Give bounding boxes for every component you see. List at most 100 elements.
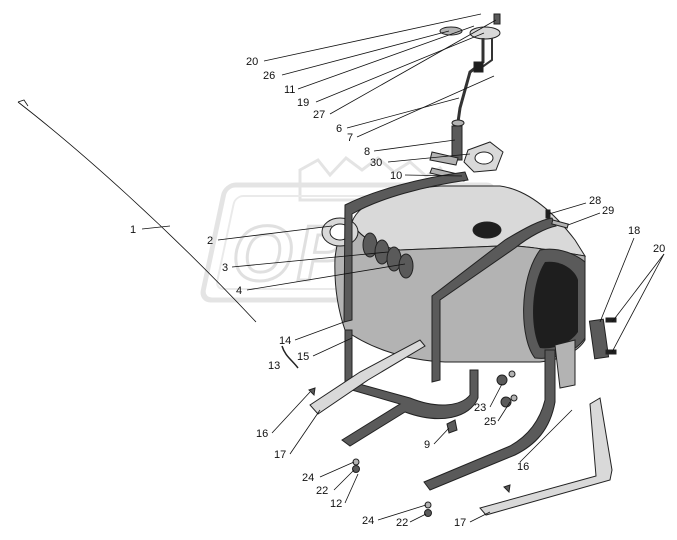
leader-20-top bbox=[263, 13, 482, 62]
leader-25 bbox=[497, 401, 511, 422]
mount-bolt-bottom bbox=[605, 349, 617, 355]
nut-25 bbox=[500, 396, 512, 408]
leader-19 bbox=[315, 32, 485, 103]
leader-9 bbox=[433, 427, 450, 445]
clip-13 bbox=[281, 345, 299, 369]
callout-8: 8 bbox=[364, 146, 370, 158]
strap-cable-end bbox=[17, 99, 29, 107]
leader-14 bbox=[294, 321, 345, 341]
callout-6: 6 bbox=[336, 123, 342, 135]
callout-15: 15 bbox=[297, 351, 309, 363]
callout-24-right: 24 bbox=[362, 515, 374, 527]
callout-7: 7 bbox=[347, 132, 353, 144]
washer-25 bbox=[510, 394, 518, 402]
filter-ring bbox=[451, 119, 465, 127]
mount-bolt-top bbox=[605, 317, 617, 323]
tank-strap-right bbox=[431, 217, 557, 383]
callout-22-left: 22 bbox=[316, 485, 328, 497]
leader-28 bbox=[548, 202, 587, 215]
tank-filler-neck bbox=[472, 221, 502, 239]
callout-20-top: 20 bbox=[246, 56, 258, 68]
callout-29: 29 bbox=[602, 205, 614, 217]
callout-4: 4 bbox=[236, 285, 242, 297]
leader-3 bbox=[231, 251, 389, 268]
leader-8 bbox=[373, 139, 456, 152]
callout-2: 2 bbox=[207, 235, 213, 247]
leader-24-left bbox=[319, 461, 355, 478]
callout-20-right: 20 bbox=[653, 243, 665, 255]
bracket-left bbox=[341, 329, 479, 447]
leader-4 bbox=[246, 263, 406, 291]
screw-16-right bbox=[503, 484, 511, 494]
leader-27 bbox=[329, 19, 497, 115]
callout-14: 14 bbox=[279, 335, 291, 347]
sensor-connector bbox=[493, 13, 501, 25]
leader-2 bbox=[217, 225, 333, 241]
leader-16-right bbox=[519, 409, 573, 463]
callout-3: 3 bbox=[222, 262, 228, 274]
leader-10 bbox=[404, 174, 463, 177]
leader-lines bbox=[141, 13, 665, 523]
callout-19: 19 bbox=[297, 97, 309, 109]
strap-plate-right bbox=[479, 397, 613, 516]
callout-16-left: 16 bbox=[256, 428, 268, 440]
callout-18: 18 bbox=[628, 225, 640, 237]
callout-25: 25 bbox=[484, 416, 496, 428]
leader-22-left bbox=[333, 469, 355, 491]
leader-17-left bbox=[289, 409, 321, 455]
leader-30 bbox=[387, 153, 471, 163]
leader-29 bbox=[567, 212, 601, 226]
strap-plate-left bbox=[309, 339, 426, 415]
leader-20-right-a bbox=[611, 253, 665, 323]
callout-24-left: 24 bbox=[302, 472, 314, 484]
leader-15 bbox=[312, 337, 353, 357]
callout-12: 12 bbox=[330, 498, 342, 510]
sensor-float bbox=[473, 61, 484, 73]
leader-12 bbox=[344, 473, 359, 504]
callout-30: 30 bbox=[370, 157, 382, 169]
callout-17-left: 17 bbox=[274, 449, 286, 461]
sensor-cap bbox=[439, 26, 463, 36]
plug-9 bbox=[446, 419, 458, 434]
strap-cable bbox=[17, 101, 257, 323]
leader-6 bbox=[346, 97, 460, 129]
leader-22-right bbox=[409, 513, 427, 523]
leader-26 bbox=[281, 30, 450, 76]
bracket-plate bbox=[554, 339, 576, 389]
callout-22-right: 22 bbox=[396, 517, 408, 529]
leader-16-left bbox=[271, 391, 311, 434]
screw-16-left bbox=[308, 387, 316, 397]
callout-11: 11 bbox=[284, 84, 295, 96]
nut-23 bbox=[496, 374, 508, 386]
nut-22-left bbox=[352, 465, 360, 473]
leader-20-right-b bbox=[611, 253, 665, 353]
callout-13: 13 bbox=[268, 360, 280, 372]
callout-labels: 20 26 11 19 27 6 7 8 30 10 1 2 3 4 28 29… bbox=[130, 56, 665, 529]
washer-23 bbox=[508, 370, 516, 378]
callout-9: 9 bbox=[424, 439, 430, 451]
gasket-hole bbox=[474, 151, 494, 165]
callout-10: 10 bbox=[390, 170, 402, 182]
mount-plate bbox=[588, 318, 610, 360]
leader-17-right bbox=[469, 511, 491, 523]
tank-strap-left bbox=[343, 171, 469, 323]
leader-23 bbox=[489, 383, 503, 408]
nut-22-right bbox=[424, 509, 432, 517]
bracket-right bbox=[423, 349, 556, 491]
callout-1: 1 bbox=[130, 224, 136, 236]
callout-17-right: 17 bbox=[454, 517, 466, 529]
leader-18 bbox=[599, 237, 635, 323]
callout-27: 27 bbox=[313, 109, 325, 121]
pin-29 bbox=[551, 219, 569, 229]
callout-16-right: 16 bbox=[517, 461, 529, 473]
sensor-tube bbox=[456, 38, 485, 123]
leader-7 bbox=[356, 75, 495, 138]
leader-11 bbox=[297, 25, 475, 90]
leader-1 bbox=[141, 225, 171, 230]
leader-24-right bbox=[377, 504, 427, 521]
callout-28: 28 bbox=[589, 195, 601, 207]
tank-end-opening bbox=[533, 261, 578, 349]
callout-26: 26 bbox=[263, 70, 275, 82]
callout-23: 23 bbox=[474, 402, 486, 414]
